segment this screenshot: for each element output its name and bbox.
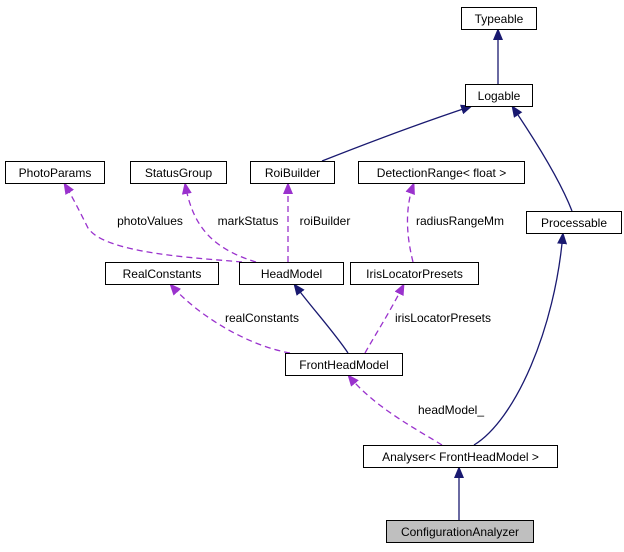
class-node-label: StatusGroup — [145, 166, 213, 180]
edge-label-frontheadmodel-to-realconstants: realConstants — [225, 311, 299, 325]
class-node-statusgroup[interactable]: StatusGroup — [130, 161, 227, 184]
class-node-box — [386, 520, 534, 543]
class-node-label: RoiBuilder — [265, 166, 320, 180]
edge-label-frontheadmodel-to-irislocatorpresets: irisLocatorPresets — [395, 311, 491, 325]
class-node-processable[interactable]: Processable — [526, 211, 622, 234]
edge-processable-to-logable — [511, 105, 573, 212]
class-node-box — [130, 161, 227, 184]
class-node-typeable[interactable]: Typeable — [461, 7, 537, 30]
class-node-box — [105, 262, 219, 285]
class-node-label: IrisLocatorPresets — [366, 267, 463, 281]
class-node-box — [358, 161, 525, 184]
class-node-irislocatorpresets[interactable]: IrisLocatorPresets — [350, 262, 479, 285]
class-node-realconstants[interactable]: RealConstants — [105, 262, 219, 285]
class-node-box — [465, 84, 533, 107]
edge-analyser-to-processable — [473, 232, 568, 446]
edge-label-headmodel-to-photoparams: photoValues — [117, 214, 183, 228]
class-node-configurationanalyzer[interactable]: ConfigurationAnalyzer — [386, 520, 534, 543]
class-node-box — [461, 7, 537, 30]
class-node-logable[interactable]: Logable — [465, 84, 533, 107]
edge-irislocatorpresets-to-detectionrange — [405, 182, 415, 263]
edge-frontheadmodel-to-realconstants — [169, 283, 291, 354]
class-node-label: Processable — [541, 216, 607, 230]
class-node-box — [285, 353, 403, 376]
class-node-label: DetectionRange< float > — [377, 166, 506, 180]
edge-frontheadmodel-to-irislocatorpresets — [364, 283, 405, 354]
edge-frontheadmodel-to-headmodel — [293, 283, 349, 354]
edge-label-headmodel-to-statusgroup: markStatus — [218, 214, 279, 228]
class-node-analyser[interactable]: Analyser< FrontHeadModel > — [363, 445, 558, 468]
class-node-label: PhotoParams — [19, 166, 92, 180]
edge-labels-layer: photoValues markStatus roiBuilder radiusRan… — [117, 214, 504, 417]
class-node-label: Logable — [478, 89, 521, 103]
class-node-label: HeadModel — [261, 267, 322, 281]
class-node-box — [526, 211, 622, 234]
edge-label-analyser-to-frontheadmodel: headModel_ — [418, 403, 484, 417]
class-node-box — [250, 161, 335, 184]
class-node-box — [5, 161, 105, 184]
class-node-box — [363, 445, 558, 468]
class-node-label: Analyser< FrontHeadModel > — [382, 450, 539, 464]
class-node-photoparams[interactable]: PhotoParams — [5, 161, 105, 184]
edges-layer — [63, 28, 573, 520]
class-node-frontheadmodel[interactable]: FrontHeadModel — [285, 353, 403, 376]
edge-headmodel-to-photoparams — [63, 182, 243, 263]
edge-analyser-to-frontheadmodel — [347, 374, 443, 446]
class-node-label: RealConstants — [123, 267, 202, 281]
class-node-box — [350, 262, 479, 285]
edge-roibuilder-to-logable — [321, 104, 473, 162]
edge-headmodel-to-statusgroup — [181, 182, 257, 263]
class-node-detectionrange[interactable]: DetectionRange< float > — [358, 161, 525, 184]
class-node-label: FrontHeadModel — [299, 358, 388, 372]
class-node-headmodel[interactable]: HeadModel — [239, 262, 344, 285]
class-node-roibuilder[interactable]: RoiBuilder — [250, 161, 335, 184]
class-node-label: Typeable — [475, 12, 524, 26]
class-node-label: ConfigurationAnalyzer — [401, 525, 519, 539]
class-node-box — [239, 262, 344, 285]
edge-label-headmodel-to-roibuilder: roiBuilder — [300, 214, 351, 228]
edge-label-irislocatorpresets-to-detectionrange: radiusRangeMm — [416, 214, 504, 228]
